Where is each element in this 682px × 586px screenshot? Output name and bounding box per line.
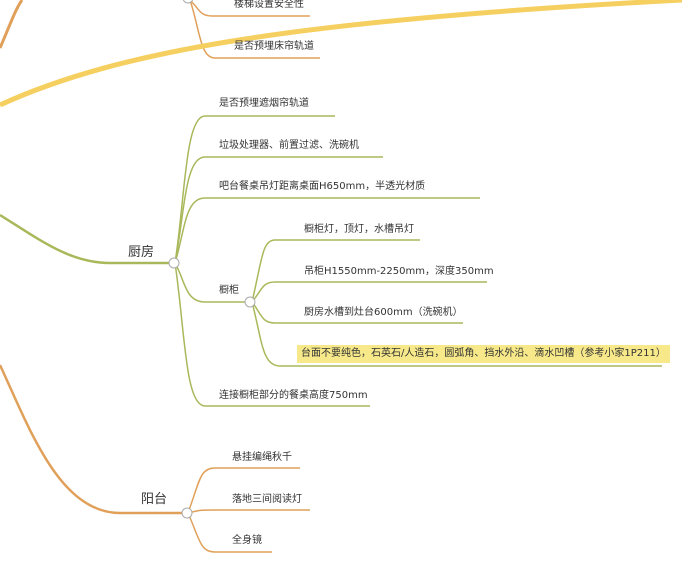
node-cabinet-item-highlighted[interactable]: 台面不要纯色，石英石/人造石，圆弧角、挡水外沿、滴水凹槽（参考小家1P211） — [297, 345, 670, 363]
node-kitchen[interactable]: 厨房 — [128, 245, 155, 260]
node-cabinet-item[interactable]: 吊柜H1550mm-2250mm，深度350mm — [304, 266, 494, 277]
node-cabinet-item[interactable]: 厨房水槽到灶台600mm（洗碗机） — [304, 307, 463, 318]
node-kitchen-item[interactable]: 是否预埋遮烟帘轨道 — [219, 98, 309, 109]
orange-branch-line — [0, 0, 24, 49]
node-kitchen-item[interactable]: 吧台餐桌吊灯距离桌面H650mm，半透光材质 — [219, 181, 426, 192]
node-kitchen-item[interactable]: 垃圾处理器、前置过滤、洗碗机 — [219, 140, 359, 151]
connector — [189, 0, 310, 17]
balcony-collapse-toggle — [181, 507, 193, 519]
connector — [189, 0, 320, 59]
node-balcony-item[interactable]: 悬挂编绳秋千 — [232, 452, 292, 463]
node-kitchen-item[interactable]: 连接橱柜部分的餐桌高度750mm — [219, 390, 368, 401]
kitchen-branch-line — [0, 213, 172, 265]
cabinet-collapse-toggle — [244, 296, 256, 308]
kitchen-collapse-toggle — [168, 257, 180, 269]
node-cabinet[interactable]: 橱柜 — [219, 285, 239, 296]
node-bed-curtain-track[interactable]: 是否预埋床帘轨道 — [234, 41, 314, 52]
node-balcony[interactable]: 阳台 — [141, 492, 168, 507]
node-cabinet-item[interactable]: 橱柜灯，顶灯，水槽吊灯 — [304, 224, 414, 235]
collapse-toggle — [182, 0, 194, 4]
node-stair-safety[interactable]: 楼梯设置安全性 — [234, 0, 304, 10]
yellow-branch-line — [0, 0, 682, 108]
node-balcony-item[interactable]: 全身镜 — [232, 535, 262, 546]
balcony-branch-line — [0, 364, 183, 515]
node-balcony-item[interactable]: 落地三间阅读灯 — [232, 494, 302, 505]
